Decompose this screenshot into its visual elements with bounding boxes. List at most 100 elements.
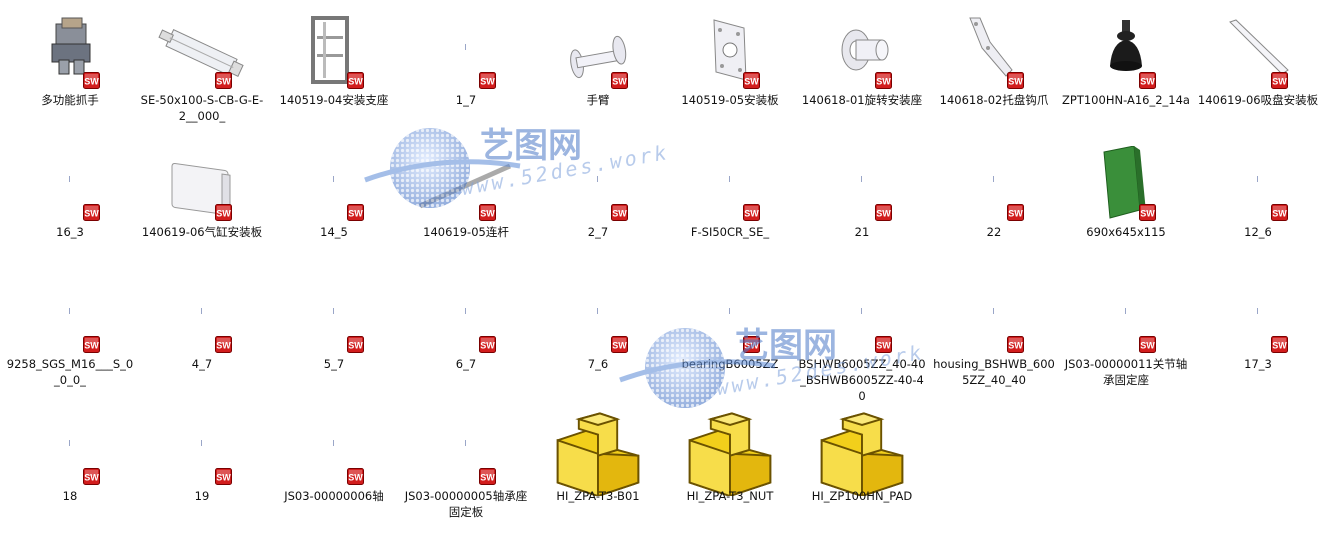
svg-text:SW: SW bbox=[348, 209, 363, 219]
part-thumbnail: SW bbox=[1060, 14, 1192, 96]
file-name: SE-50x100-S-CB-G-E-2__000_ bbox=[140, 93, 264, 123]
solidworks-badge-icon: SW bbox=[83, 336, 100, 353]
svg-text:SW: SW bbox=[84, 77, 99, 87]
solidworks-badge-icon: SW bbox=[1007, 204, 1024, 221]
svg-text:SW: SW bbox=[84, 473, 99, 483]
svg-text:SW: SW bbox=[876, 341, 891, 351]
file-name: BSHWB6005ZZ_40-40_BSHWB6005ZZ-40-40 bbox=[798, 357, 926, 403]
solidworks-badge-icon: SW bbox=[479, 204, 496, 221]
svg-text:SW: SW bbox=[84, 209, 99, 219]
solidworks-badge-icon: SW bbox=[479, 468, 496, 485]
part-thumbnail: SW bbox=[796, 278, 928, 360]
svg-text:SW: SW bbox=[1140, 77, 1155, 87]
svg-text:SW: SW bbox=[84, 341, 99, 351]
part-thumbnail: SW bbox=[400, 146, 532, 228]
part-thumbnail: SW bbox=[796, 14, 928, 96]
part-thumbnail: SW bbox=[664, 14, 796, 96]
part-thumbnail: SW bbox=[532, 278, 664, 360]
svg-text:SW: SW bbox=[480, 209, 495, 219]
file-item[interactable]: HI_ZP100HN_PAD bbox=[796, 404, 928, 529]
solidworks-badge-icon: SW bbox=[347, 204, 364, 221]
solidworks-badge-icon: SW bbox=[479, 72, 496, 89]
svg-text:SW: SW bbox=[1272, 77, 1287, 87]
part-thumbnail: SW bbox=[664, 146, 796, 228]
solidworks-badge-icon: SW bbox=[743, 72, 760, 89]
svg-text:SW: SW bbox=[480, 77, 495, 87]
svg-text:SW: SW bbox=[1008, 77, 1023, 87]
svg-text:SW: SW bbox=[876, 77, 891, 87]
solidworks-badge-icon: SW bbox=[1007, 72, 1024, 89]
file-name: 手臂 bbox=[586, 93, 610, 107]
file-name: 2_7 bbox=[587, 225, 609, 239]
part-thumbnail: SW bbox=[928, 146, 1060, 228]
assembly-icon bbox=[664, 410, 796, 498]
solidworks-badge-icon: SW bbox=[347, 336, 364, 353]
part-thumbnail: SW bbox=[1192, 278, 1324, 360]
solidworks-badge-icon: SW bbox=[347, 72, 364, 89]
solidworks-badge-icon: SW bbox=[1139, 336, 1156, 353]
file-name: 140519-05安装板 bbox=[681, 93, 779, 107]
svg-text:SW: SW bbox=[1140, 209, 1155, 219]
file-name: 690x645x115 bbox=[1086, 225, 1166, 239]
file-name: 6_7 bbox=[455, 357, 477, 371]
svg-text:SW: SW bbox=[744, 209, 759, 219]
svg-text:SW: SW bbox=[216, 209, 231, 219]
svg-text:SW: SW bbox=[1272, 341, 1287, 351]
solidworks-badge-icon: SW bbox=[215, 336, 232, 353]
file-name: 9258_SGS_M16___S_0_0_0_ bbox=[6, 357, 134, 387]
part-thumbnail: SW bbox=[136, 14, 268, 96]
svg-text:SW: SW bbox=[348, 341, 363, 351]
file-item[interactable]: SW SE-50x100-S-CB-G-E-2__000_ bbox=[136, 8, 268, 133]
part-thumbnail: SW bbox=[928, 14, 1060, 96]
file-item[interactable]: SW 690x645x115 bbox=[1060, 140, 1192, 265]
file-name: 16_3 bbox=[56, 225, 84, 239]
file-item[interactable]: HI_ZPA-T3-B01 bbox=[532, 404, 664, 529]
svg-text:SW: SW bbox=[612, 77, 627, 87]
svg-text:SW: SW bbox=[744, 341, 759, 351]
solidworks-badge-icon: SW bbox=[611, 204, 628, 221]
part-thumbnail: SW bbox=[532, 146, 664, 228]
part-thumbnail: SW bbox=[532, 14, 664, 96]
file-item[interactable]: SW 9258_SGS_M16___S_0_0_0_ bbox=[4, 272, 136, 397]
file-name: 21 bbox=[854, 225, 870, 239]
solidworks-badge-icon: SW bbox=[1139, 72, 1156, 89]
part-thumbnail: SW bbox=[268, 14, 400, 96]
file-item[interactable]: SW 140519-05安装板 bbox=[664, 8, 796, 133]
svg-text:SW: SW bbox=[216, 77, 231, 87]
part-thumbnail: SW bbox=[400, 278, 532, 360]
part-thumbnail: SW bbox=[136, 410, 268, 492]
file-item[interactable]: SW BSHWB6005ZZ_40-40_BSHWB6005ZZ-40-40 bbox=[796, 272, 928, 403]
file-item[interactable]: HI_ZPA-T3_NUT bbox=[664, 404, 796, 529]
svg-text:SW: SW bbox=[612, 341, 627, 351]
